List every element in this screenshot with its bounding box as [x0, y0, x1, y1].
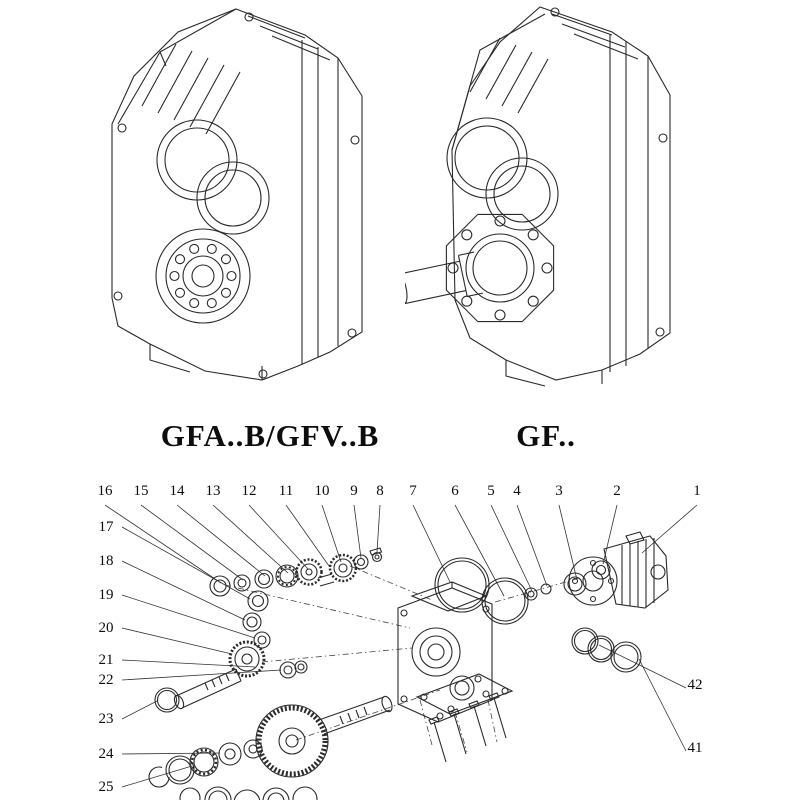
callout-19: 19 [98, 587, 114, 603]
callout-23: 23 [98, 711, 114, 727]
callout-24: 24 [98, 746, 114, 762]
callout-25: 25 [98, 779, 114, 795]
callout-13: 13 [205, 483, 221, 499]
bearing-balls [169, 243, 237, 309]
output-gear-parts [148, 695, 393, 800]
callout-21: 21 [98, 652, 114, 668]
model-label-gfab: GFA..B/GFV..B [160, 418, 380, 453]
callout-9: 9 [350, 483, 358, 499]
callout-4: 4 [513, 483, 521, 499]
exploded-view-diagram [104, 504, 698, 800]
callout-6: 6 [451, 483, 459, 499]
gearbox-drawing-gf [405, 6, 671, 387]
model-label-gf: GF.. [516, 418, 576, 453]
callout-14: 14 [169, 483, 185, 499]
callout-8: 8 [376, 483, 384, 499]
gearbox-drawing-gfab [111, 8, 363, 381]
callout-16: 16 [97, 483, 113, 499]
motor [568, 531, 669, 609]
callout-2: 2 [613, 483, 621, 499]
callout-12: 12 [241, 483, 257, 499]
assembly-axis-lines [224, 565, 581, 753]
callout-20: 20 [98, 620, 114, 636]
callout-7: 7 [409, 483, 417, 499]
callout-22: 22 [98, 672, 114, 688]
callout-10: 10 [314, 483, 330, 499]
callout-1: 1 [693, 483, 701, 499]
callout-41: 41 [687, 740, 703, 756]
gasket-and-bolts [415, 673, 514, 763]
callout-5: 5 [487, 483, 495, 499]
output-shaft [405, 251, 483, 305]
leader-lines [104, 504, 698, 788]
callout-42: 42 [687, 677, 703, 693]
callout-18: 18 [98, 553, 114, 569]
intermediate-gear-parts [154, 590, 308, 713]
callout-15: 15 [133, 483, 149, 499]
motor-side-parts [434, 531, 669, 673]
callout-17: 17 [98, 519, 114, 535]
callout-11: 11 [278, 483, 294, 499]
input-shaft-parts [209, 547, 383, 597]
callout-3: 3 [555, 483, 563, 499]
